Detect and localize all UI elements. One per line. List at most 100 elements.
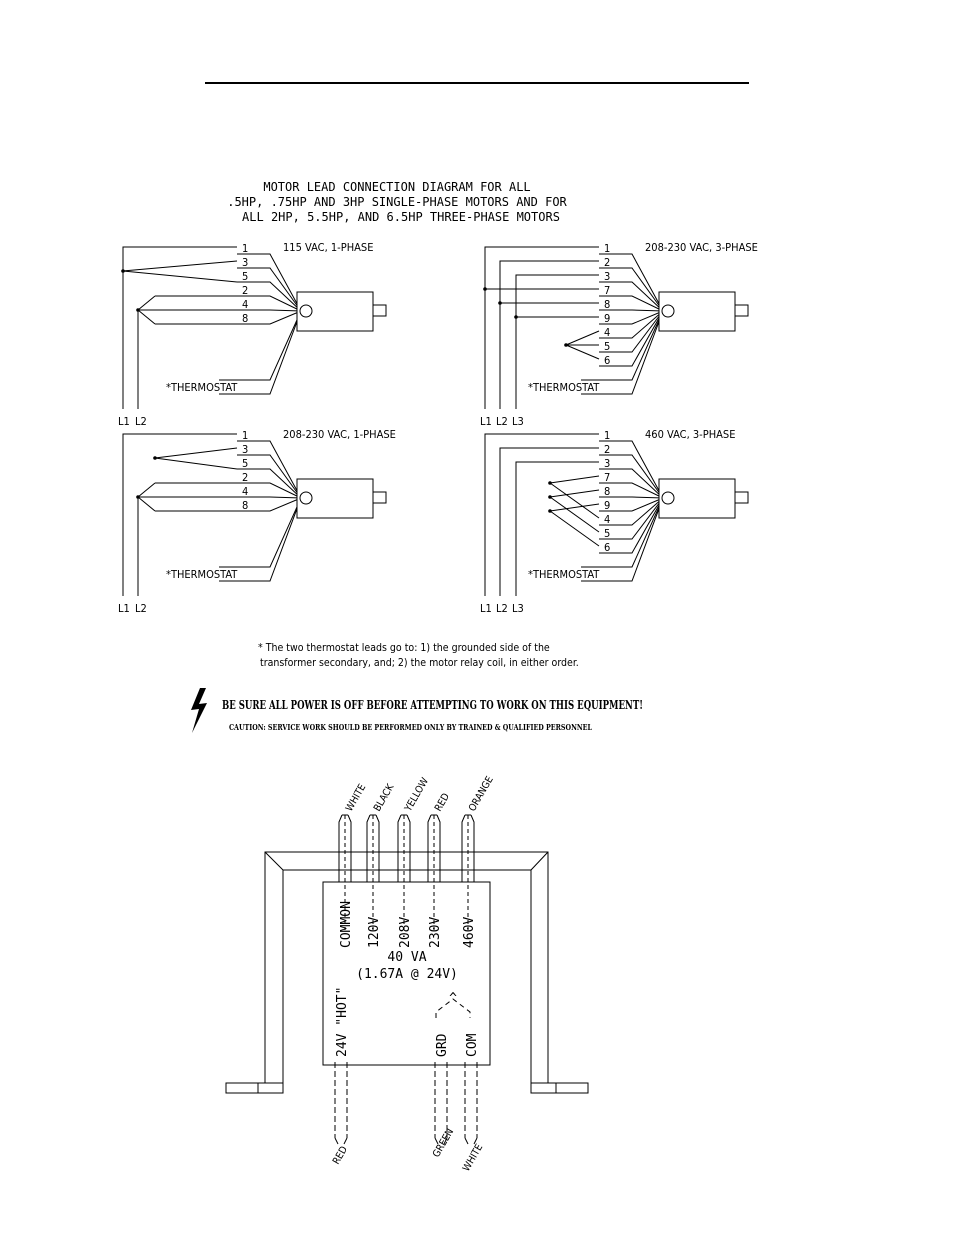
diagram-title: MOTOR LEAD CONNECTION DIAGRAM FOR ALL .5… — [227, 180, 567, 224]
lead-wire — [237, 496, 302, 499]
lead-wire — [599, 310, 664, 367]
bracket-dot: ^ — [449, 991, 457, 1006]
lead-wire — [599, 295, 664, 312]
lead-wire — [599, 468, 664, 499]
line-label-l2: L2 — [135, 415, 147, 428]
thermostat-wire — [581, 310, 664, 395]
thermostat-wire — [219, 310, 302, 395]
lead-wire — [237, 295, 302, 312]
lead-number: 3 — [604, 270, 610, 283]
secondary-wire-color-label: WHITE — [461, 1142, 485, 1173]
jumper-wire — [549, 475, 600, 484]
primary-tap-label: 460V — [462, 917, 477, 948]
title-line-1: MOTOR LEAD CONNECTION DIAGRAM FOR ALL — [263, 180, 530, 194]
lead-wire — [237, 497, 302, 512]
lead-wire — [237, 468, 302, 499]
lead-number: 8 — [242, 499, 248, 512]
motor-shaft — [734, 304, 749, 317]
lead-number: 7 — [604, 284, 610, 297]
primary-tap-label: COMMON — [339, 901, 354, 948]
primary-wire — [427, 814, 432, 882]
line-label: L3 — [512, 602, 524, 615]
thermostat-wire — [219, 310, 302, 381]
line-l1 — [122, 246, 237, 409]
jumper-wire — [137, 496, 156, 512]
supply-line — [499, 447, 599, 596]
diagram-label: 208-230 VAC, 1-PHASE — [283, 428, 396, 441]
secondary-tap-label: COM — [465, 1033, 480, 1057]
lead-wire — [599, 253, 664, 312]
supply-line — [484, 246, 599, 409]
line-label: L1 — [480, 602, 492, 615]
primary-wire — [366, 814, 371, 882]
line-label: L3 — [512, 415, 524, 428]
lead-wire — [237, 267, 302, 312]
caution-text: CAUTION: SERVICE WORK SHOULD BE PERFORME… — [229, 723, 592, 733]
thermostat-wire — [581, 497, 664, 568]
coil-box — [322, 881, 491, 1066]
lead-number: 1 — [604, 429, 610, 442]
jumper-wire — [137, 309, 156, 325]
motor-junction — [661, 491, 675, 505]
title-line-2: .5HP, .75HP AND 3HP SINGLE-PHASE MOTORS … — [227, 195, 567, 209]
lead-wire — [599, 309, 664, 312]
lead-wire — [237, 482, 302, 499]
primary-wire-color-label: RED — [433, 792, 452, 814]
lead-wire — [599, 267, 664, 312]
jumper-wire — [549, 503, 600, 512]
thermostat-wire — [219, 497, 302, 582]
lead-wire — [599, 310, 664, 353]
line-label-l1: L1 — [118, 602, 130, 615]
lead-number: 1 — [242, 242, 248, 255]
motor-junction — [299, 491, 313, 505]
jumper-wire — [549, 510, 600, 547]
jumper-wire — [549, 482, 600, 519]
diagram-label: 208-230 VAC, 3-PHASE — [645, 241, 758, 254]
lead-number: 2 — [604, 443, 610, 456]
lead-number: 1 — [604, 242, 610, 255]
lead-number: 6 — [604, 541, 610, 554]
lead-number: 5 — [242, 270, 248, 283]
secondary-wire-end — [464, 1137, 469, 1145]
secondary-wire-end — [443, 1137, 448, 1145]
primary-wire-color-label: YELLOW — [403, 776, 431, 814]
mount-foot-left — [225, 1082, 284, 1094]
lead-wire — [237, 454, 302, 499]
secondary-wire-color-label: RED — [331, 1145, 350, 1167]
jumper-wire — [122, 260, 238, 272]
lead-number: 6 — [604, 354, 610, 367]
lead-number: 4 — [604, 513, 610, 526]
lightning-bolt-icon — [191, 688, 207, 733]
supply-line — [499, 260, 599, 409]
primary-wire — [338, 814, 343, 882]
rating-label: 40 VA — [387, 950, 426, 965]
line-label: L2 — [496, 415, 508, 428]
thermostat-wire — [581, 497, 664, 582]
primary-wire-color-label: WHITE — [344, 782, 368, 813]
lead-number: 3 — [242, 256, 248, 269]
lead-wire — [599, 440, 664, 499]
primary-wire — [347, 814, 352, 882]
lead-wire — [599, 497, 664, 512]
current-label: (1.67A @ 24V) — [356, 967, 458, 982]
supply-line — [484, 433, 599, 596]
lead-wire — [599, 482, 664, 499]
lead-number: 1 — [242, 429, 248, 442]
footnote-line-1: * The two thermostat leads go to: 1) the… — [258, 642, 550, 654]
thermostat-wire — [219, 497, 302, 568]
motor-shaft — [372, 491, 387, 504]
primary-tap-label: 120V — [367, 917, 382, 948]
lead-wire — [599, 497, 664, 540]
lead-number: 5 — [604, 527, 610, 540]
motor-junction — [661, 304, 675, 318]
title-line-3: ALL 2HP, 5.5HP, AND 6.5HP THREE-PHASE MO… — [242, 210, 560, 224]
diagram-label: 460 VAC, 3-PHASE — [645, 428, 735, 441]
diagram-208-230vac-3phase: 208-230 VAC, 3-PHASE123789456*THERMOSTAT… — [480, 241, 758, 428]
secondary-wire-end — [473, 1137, 478, 1145]
lead-wire — [237, 440, 302, 499]
grd-com-bracket — [435, 998, 471, 1018]
lead-number: 4 — [242, 298, 248, 311]
primary-wire — [397, 814, 402, 882]
